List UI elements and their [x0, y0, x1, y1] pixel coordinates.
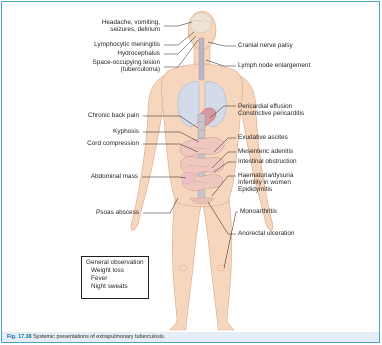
label-tuberculoma-line-1: Space-occupying lesion	[93, 59, 161, 66]
label-mesenteric: Mesenteric adenitis	[238, 148, 293, 155]
label-kyphosis: Kyphosis	[113, 128, 139, 135]
label-back-pain: Chronic back pain	[88, 112, 139, 119]
label-monoarthritis-line-1: Monoarthritis	[240, 208, 277, 215]
label-cranial: Cranial nerve palsy	[238, 42, 293, 49]
label-haematuria-line-1: Haematuria/dysuria	[238, 172, 293, 179]
label-headache: Headache, vomiting, seizures, delirium	[102, 19, 160, 33]
label-intestinal: Intestinal obstruction	[238, 158, 297, 165]
label-haematuria: Haematuria/dysuria Infertility in women …	[238, 172, 293, 193]
label-anorectal: Anorectal ulceration	[238, 230, 294, 237]
label-cord-line-1: Cord compression	[87, 140, 139, 147]
general-observation-title: General observation	[86, 259, 144, 266]
left-leg	[170, 198, 201, 330]
label-mesenteric-line-1: Mesenteric adenitis	[238, 148, 293, 155]
label-headache-line-2: seizures, delirium	[102, 26, 160, 33]
label-anorectal-line-1: Anorectal ulceration	[238, 230, 294, 237]
body-illustration	[2, 2, 380, 332]
label-pericardial: Pericardial effusion Constrictive perica…	[238, 103, 304, 117]
observation-night-sweats: Night sweats	[91, 283, 128, 290]
right-leg	[203, 198, 234, 330]
brain	[190, 13, 212, 33]
label-pericardial-line-2: Constrictive pericarditis	[238, 110, 304, 117]
trachea	[199, 38, 204, 80]
label-pericardial-line-1: Pericardial effusion	[238, 103, 304, 110]
label-ascites: Exudative ascites	[238, 134, 288, 141]
label-abdominal-mass: Abdominal mass	[91, 173, 138, 180]
label-haematuria-line-3: Epididymitis	[238, 186, 293, 193]
label-psoas: Psoas abscess	[96, 209, 139, 216]
label-lymph: Lymph node enlargement	[238, 62, 310, 69]
label-haematuria-line-2: Infertility in women	[238, 179, 293, 186]
figure-caption: Fig. 17.38 Systemic presentations of ext…	[7, 334, 165, 340]
label-abdominal-mass-line-1: Abdominal mass	[91, 173, 138, 180]
general-observation-box: General observation Weight loss Fever Ni…	[81, 256, 149, 299]
observation-weight-loss: Weight loss	[91, 267, 124, 274]
label-ascites-line-1: Exudative ascites	[238, 134, 288, 141]
figure-number: Fig. 17.38	[7, 334, 32, 340]
label-cord: Cord compression	[87, 140, 139, 147]
label-kyphosis-line-1: Kyphosis	[113, 128, 139, 135]
label-hydrocephalus: Hydrocephalus	[117, 50, 160, 57]
observation-fever: Fever	[91, 275, 107, 282]
label-meningitis: Lymphocytic meningitis	[94, 41, 160, 48]
figure-caption-text: Systemic presentations of extrapulmonary…	[33, 334, 165, 340]
label-tuberculoma-line-2: (tuberculoma)	[93, 66, 161, 73]
abdominal-mass-area	[181, 172, 195, 184]
label-tuberculoma: Space-occupying lesion (tuberculoma)	[93, 59, 161, 73]
label-psoas-line-1: Psoas abscess	[96, 209, 139, 216]
label-intestinal-line-1: Intestinal obstruction	[238, 158, 297, 165]
label-cranial-line-1: Cranial nerve palsy	[238, 42, 293, 49]
label-back-pain-line-1: Chronic back pain	[88, 112, 139, 119]
label-lymph-line-1: Lymph node enlargement	[238, 62, 310, 69]
label-monoarthritis: Monoarthritis	[240, 208, 277, 215]
label-hydrocephalus-line-1: Hydrocephalus	[117, 50, 160, 57]
label-headache-line-1: Headache, vomiting,	[102, 19, 160, 26]
label-meningitis-line-1: Lymphocytic meningitis	[94, 41, 160, 48]
